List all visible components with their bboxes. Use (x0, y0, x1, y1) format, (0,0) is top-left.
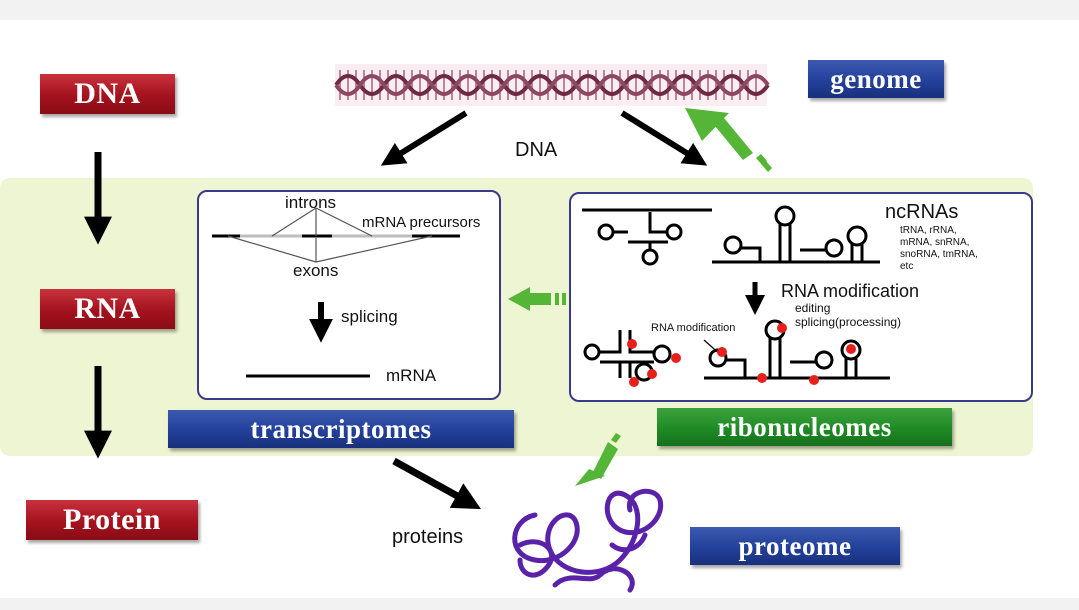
mrna-precursor-diagram (212, 207, 460, 263)
ncrna-types-line-2: mRNA, snRNA, (900, 237, 970, 248)
ribonucleome-to-proteome-green-arrow (575, 433, 621, 486)
dna-to-ribonucleome-arrow (620, 110, 708, 166)
genome-label: genome (808, 60, 944, 98)
modified-ncrna-structures (583, 319, 890, 382)
ribonucleome-to-genome-green-arrow (685, 108, 772, 172)
ncrna-types-line-4: etc (900, 261, 914, 272)
modification-dots (627, 323, 856, 387)
editing-label: editing (795, 301, 831, 315)
introns-label: introns (285, 193, 337, 212)
splicing-processing-label: splicing(processing) (795, 315, 902, 329)
top-strip (0, 0, 1079, 20)
proteome-label: proteome (690, 527, 900, 565)
ncrna-structures (582, 205, 880, 266)
rna-label: RNA (40, 289, 175, 329)
protein-label: Protein (26, 500, 198, 540)
splicing-label: splicing (341, 307, 398, 326)
proteins-label: proteins (392, 526, 464, 548)
transcriptome-to-proteome-arrow (392, 457, 482, 510)
rna-modification-label: RNA modification (781, 281, 920, 301)
dna-to-transcriptome-arrow (380, 110, 468, 166)
ribonucleomes-label: ribonucleomes (657, 408, 952, 446)
dna-arrow-label: DNA (515, 139, 558, 161)
ncrnas-label: ncRNAs (885, 201, 959, 223)
transcriptomes-label: transcriptomes (168, 410, 514, 448)
rna-modification-small-label: RNA modification (651, 322, 736, 334)
protein-coil-icon (512, 488, 664, 593)
exons-label: exons (293, 261, 339, 280)
ncrna-types-line-1: tRNA, rRNA, (900, 225, 957, 236)
mrna-label: mRNA (386, 366, 437, 385)
bottom-strip (0, 598, 1079, 610)
ribonucleome-panel (569, 192, 1033, 402)
mrna-precursors-label: mRNA precursors (362, 214, 481, 231)
ncrna-types-line-3: snoRNA, tmRNA, (900, 249, 978, 260)
dna-label: DNA (40, 74, 175, 114)
ribonucleome-to-transcriptome-green-arrow (508, 287, 566, 311)
dna-helix-icon (334, 64, 770, 106)
